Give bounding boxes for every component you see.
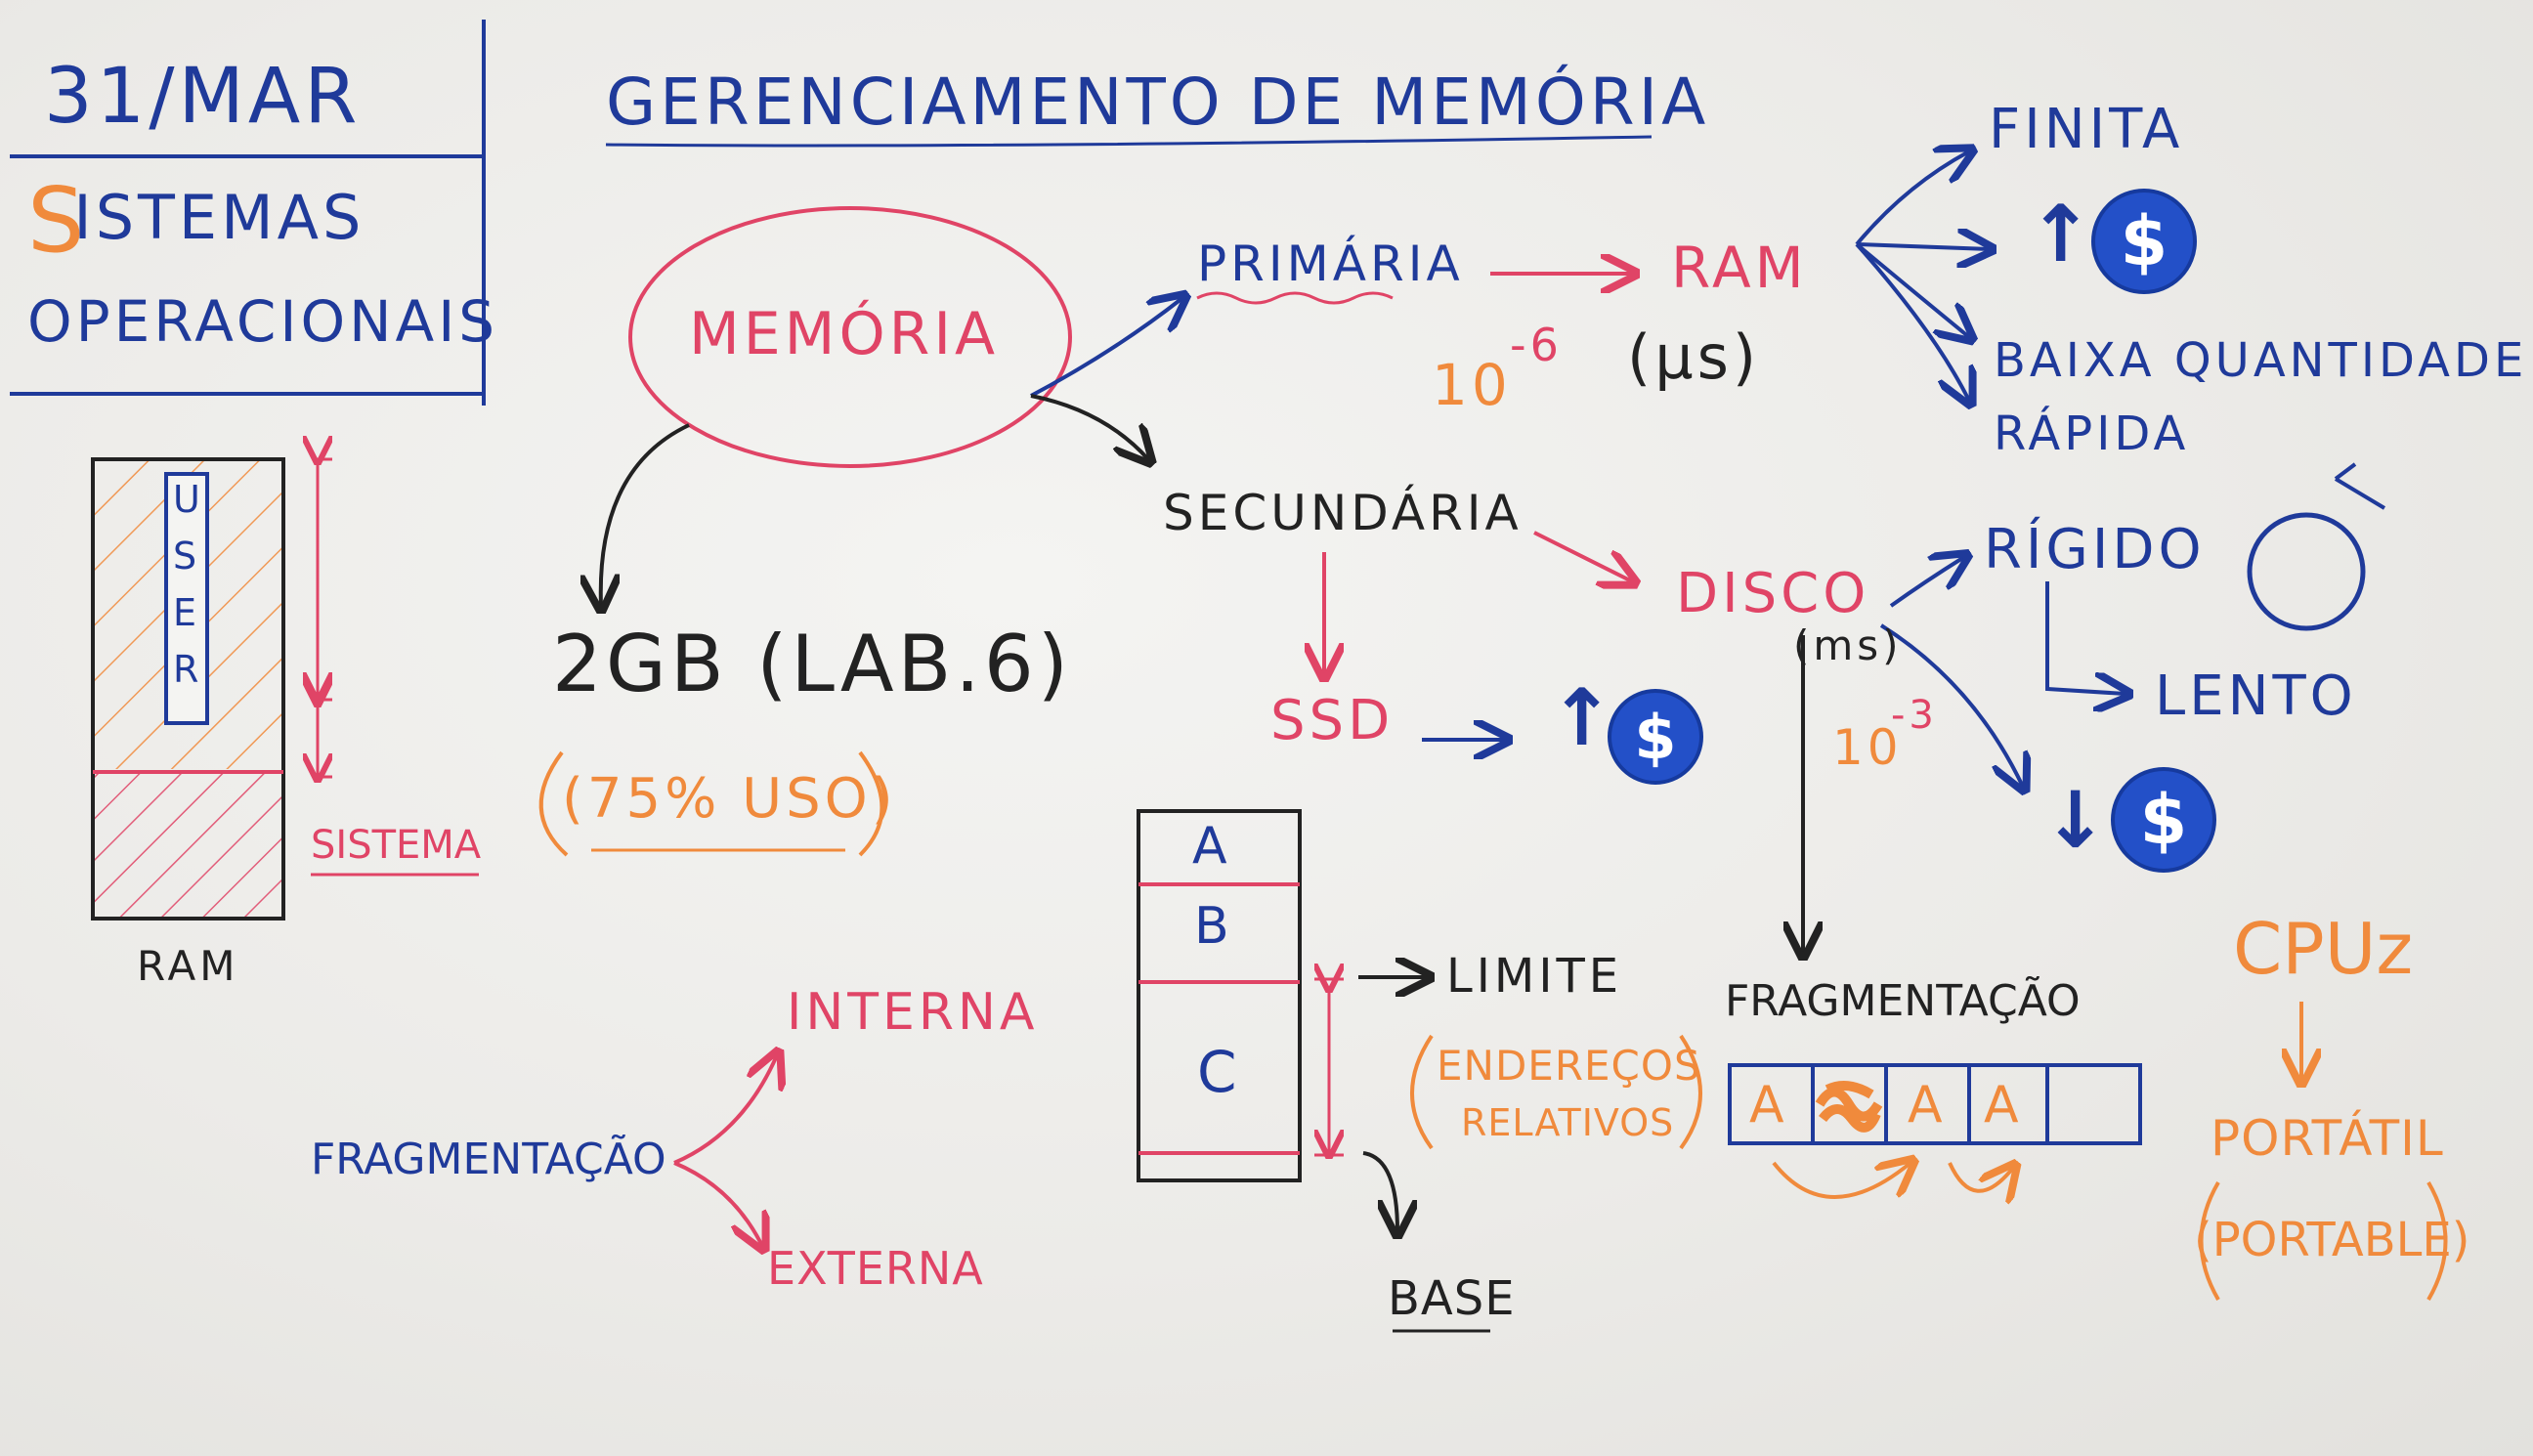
lento-label: LENTO [2155,664,2357,728]
cost-down-arrow: ↓ [2042,775,2109,866]
exponent1-power: -6 [1510,319,1563,371]
portatil-label: PORTÁTIL [2211,1110,2444,1167]
ram-label: RAM [1671,235,1808,301]
course-initial-s: S [27,168,89,273]
ssd-label: SSD [1270,689,1395,752]
cost-up-arrow: ↑ [2028,189,2094,279]
date-label: 31/MAR [44,53,362,141]
block-a: A [1192,817,1231,876]
capacity-label: 2GB (LAB.6) [552,619,1072,709]
finita-label: FINITA [1989,98,2184,161]
user-letter-u: U [173,478,200,521]
exponent2-base: 10 [1832,719,1903,776]
ssd-cost-up-arrow: ↑ [1549,672,1615,763]
dollar-icon: $ [2091,189,2197,294]
relativos-label: RELATIVOS [1461,1101,1675,1144]
primaria-label: PRIMÁRIA [1197,236,1464,292]
secundaria-label: SECUNDÁRIA [1163,485,1523,541]
limite-label: LIMITE [1446,949,1623,1004]
sistema-label: SISTEMA [311,823,482,868]
base-label: BASE [1388,1271,1516,1326]
block-b: B [1194,897,1233,956]
ms-label: (ms) [1793,621,1903,669]
frag-cell-1: A [1749,1076,1788,1135]
dollar-icon-disk: $ [2111,767,2216,873]
disco-label: DISCO [1676,562,1870,625]
user-letter-e: E [173,591,197,634]
enderecos-label: ENDEREÇOS [1437,1042,1701,1090]
rigido-label: RÍGIDO [1984,518,2206,581]
memoria-label: MEMÓRIA [689,300,1000,368]
block-c: C [1197,1039,1241,1105]
user-letter-r: R [173,648,199,691]
baixa-quantidade-label: BAIXA QUANTIDADE [1994,333,2528,388]
exponent1-base: 10 [1432,352,1512,418]
fragmentacao-right-label: FRAGMENTAÇÃO [1725,976,2081,1026]
dollar-icon-ssd: $ [1608,689,1703,785]
interna-label: INTERNA [787,983,1039,1042]
usage-label: (75% USO) [562,767,897,831]
course-line1: ISTEMAS [27,182,365,253]
ram-diagram-label: RAM [137,942,239,990]
user-letter-s: S [173,535,197,578]
frag-cell-4: A [1984,1076,2023,1135]
externa-label: EXTERNA [767,1242,984,1295]
page-title: GERENCIAMENTO DE MEMÓRIA [606,64,1710,140]
frag-cell-3: A [1908,1076,1947,1135]
exponent1-unit: (µs) [1627,321,1761,393]
portable-label: (PORTABLE) [2194,1213,2470,1267]
rapida-label: RÁPIDA [1994,407,2190,461]
fragmentacao-left-label: FRAGMENTAÇÃO [311,1135,666,1184]
exponent2-power: -3 [1891,693,1938,738]
course-line2: OPERACIONAIS [27,288,499,355]
cpuz-label: CPUz [2233,908,2414,990]
